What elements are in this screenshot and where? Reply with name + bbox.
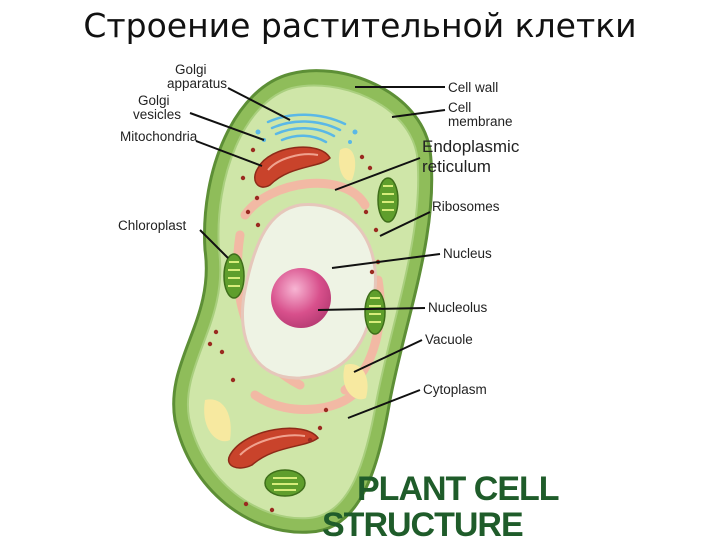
- label-cell-membrane-2: membrane: [448, 114, 513, 129]
- label-ribosomes: Ribosomes: [432, 199, 500, 214]
- label-cell-wall: Cell wall: [448, 80, 498, 95]
- label-er-1: Endoplasmic: [422, 137, 520, 156]
- brand-line-1: PLANT CELL: [357, 470, 559, 508]
- label-nucleolus: Nucleolus: [428, 300, 488, 315]
- label-golgi-vesicles-1: Golgi: [138, 93, 170, 108]
- chloroplast-mid-right: [365, 290, 385, 334]
- label-golgi-apparatus-2: apparatus: [167, 76, 227, 91]
- label-golgi-apparatus-1: Golgi: [175, 62, 207, 77]
- label-er-2: reticulum: [422, 157, 491, 176]
- chloroplast-upper-right: [378, 178, 398, 222]
- chloroplast-left: [224, 254, 244, 298]
- label-nucleus: Nucleus: [443, 246, 492, 261]
- label-cytoplasm: Cytoplasm: [423, 382, 487, 397]
- label-vacuole: Vacuole: [425, 332, 473, 347]
- label-golgi-vesicles-2: vesicles: [133, 107, 181, 122]
- label-mitochondria: Mitochondria: [120, 129, 198, 144]
- label-cell-membrane-1: Cell: [448, 100, 471, 115]
- brand-line-2: STRUCTURE: [322, 506, 523, 540]
- chloroplast-bottom: [265, 470, 305, 496]
- nucleolus: [271, 268, 331, 328]
- label-chloroplast: Chloroplast: [118, 218, 187, 233]
